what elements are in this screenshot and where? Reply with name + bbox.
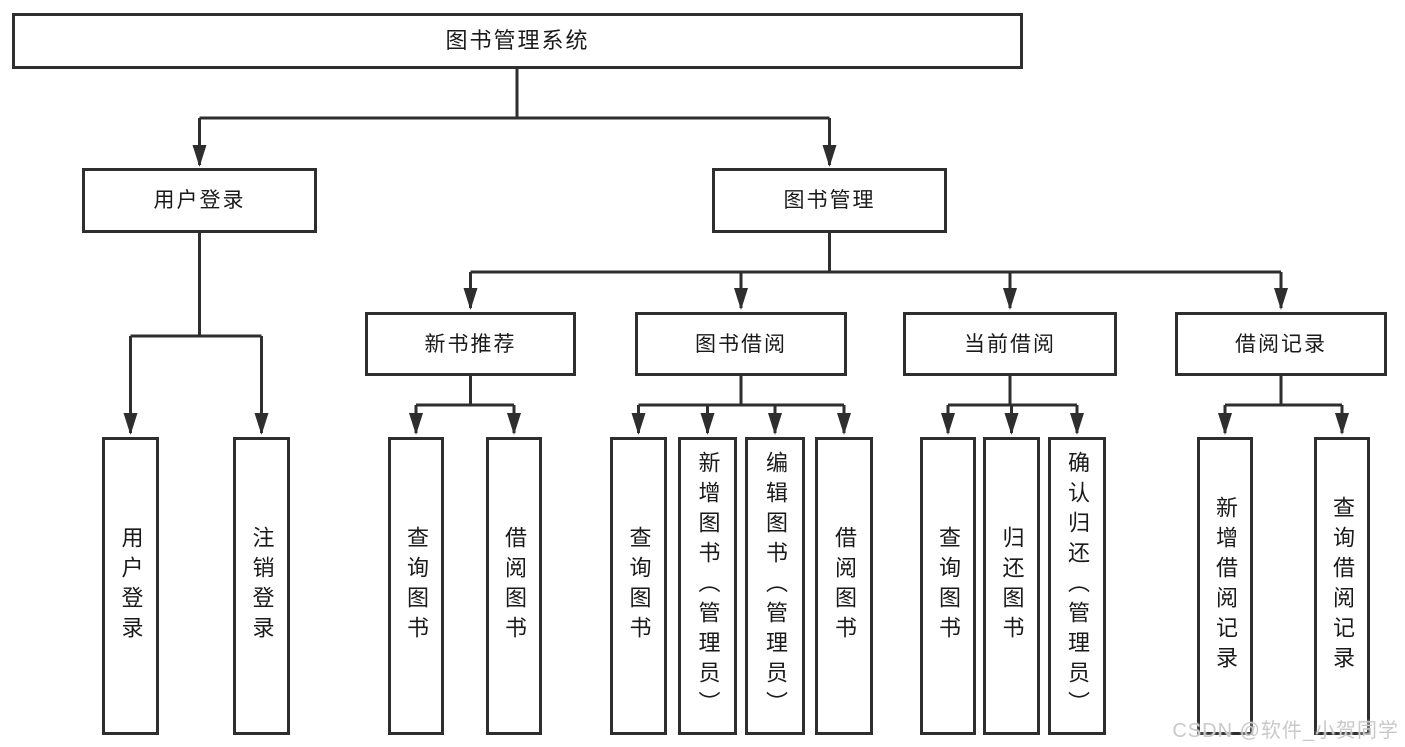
node-borrow-records: 借阅记录 (1175, 312, 1387, 376)
leaf-user-login: 用户登录 (102, 437, 159, 735)
watermark-text: CSDN @软件_小贺同学 (1172, 720, 1399, 742)
leaf-query-borrow-record: 查询借阅记录 (1314, 437, 1370, 735)
leaf-edit-books-admin: 编辑图书（管理员） (745, 437, 805, 735)
node-book-borrow: 图书借阅 (635, 312, 847, 376)
node-user-login: 用户登录 (82, 168, 317, 233)
leaf-logout: 注销登录 (233, 437, 290, 735)
node-new-book-recommend: 新书推荐 (365, 312, 576, 376)
node-book-management: 图书管理 (712, 168, 947, 233)
leaf-query-books-recommend: 查询图书 (388, 437, 444, 735)
leaf-borrow-books: 借阅图书 (815, 437, 873, 735)
leaf-add-books-admin: 新增图书（管理员） (678, 437, 737, 735)
connector-trunk-lines (130, 69, 1342, 407)
leaf-query-books-current: 查询图书 (920, 437, 976, 735)
leaf-confirm-return-admin: 确认归还（管理员） (1048, 437, 1106, 735)
leaf-return-books: 归还图书 (983, 437, 1040, 735)
connector-arrows (123, 118, 1349, 435)
node-library-system: 图书管理系统 (12, 13, 1023, 69)
leaf-borrow-books-recommend: 借阅图书 (486, 437, 542, 735)
node-current-borrow: 当前借阅 (903, 312, 1117, 376)
leaf-query-books-borrow: 查询图书 (610, 437, 667, 735)
leaf-add-borrow-record: 新增借阅记录 (1197, 437, 1253, 735)
